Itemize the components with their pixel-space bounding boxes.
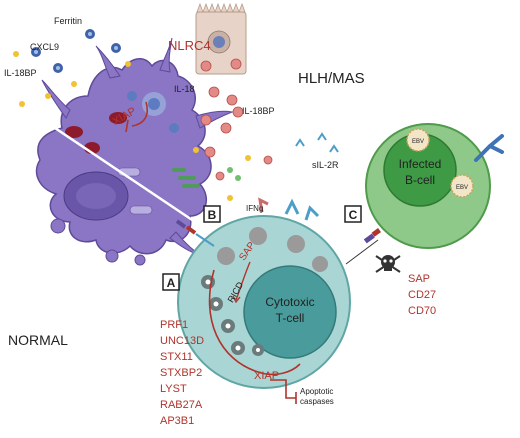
sil2r-molecules	[295, 132, 339, 153]
c-gene-item: SAP	[408, 273, 430, 285]
antibody-icon	[474, 134, 504, 162]
box-b: B	[203, 205, 221, 223]
box-c-label: C	[349, 208, 358, 222]
label-apoptotic: Apoptotic	[300, 387, 333, 396]
sap-arrow	[235, 261, 251, 301]
label-nlrc4: NLRC4	[168, 38, 211, 53]
gene-item: LYST	[160, 383, 187, 395]
label-xiap-bottom: XIAP	[254, 370, 279, 382]
il18-particles	[200, 86, 273, 181]
ferritin-particles	[31, 29, 121, 73]
lytic-granules	[201, 275, 264, 356]
skull-icon	[375, 255, 401, 273]
label-ifng: IFNg	[246, 204, 263, 213]
synapse-a-connector	[175, 219, 215, 247]
gene-item: STXBP2	[160, 367, 202, 379]
cxcl9-particles	[13, 51, 251, 201]
label-il18bp-right: IL-18BP	[242, 106, 275, 116]
label-sil2r: sIL-2R	[312, 160, 339, 170]
gene-item: UNC13D	[160, 335, 204, 347]
macrophage	[35, 37, 234, 266]
label-cxcl9: CXCL9	[30, 42, 59, 52]
box-a: A	[162, 273, 180, 291]
b-cell	[365, 123, 491, 249]
t-cell	[177, 197, 351, 389]
c-gene-item: CD27	[408, 289, 436, 301]
box-b-label: B	[208, 208, 217, 222]
gene-item: RAB27A	[160, 399, 203, 411]
c-gene-list: SAP CD27 CD70	[408, 273, 436, 317]
gene-item: AP3B1	[160, 415, 194, 427]
label-il18bp-left: IL-18BP	[4, 68, 37, 78]
label-ebv-2: EBV	[456, 185, 468, 191]
gene-item: STX11	[160, 351, 193, 363]
label-t-cell: T-cell	[276, 311, 305, 325]
label-ebv-1: EBV	[412, 139, 424, 145]
gene-list: PRF1 UNC13D STX11 STXBP2 LYST RAB27A AP3…	[160, 319, 204, 427]
il2-receptors	[258, 197, 320, 221]
epithelial-cell	[195, 2, 247, 75]
ebv-virion-2	[450, 174, 474, 198]
box-a-label: A	[167, 276, 176, 290]
synapse-c-connector	[345, 228, 381, 265]
gene-item: PRF1	[160, 319, 188, 331]
ebv-virion-1	[406, 128, 430, 152]
label-cytotoxic: Cytotoxic	[265, 295, 314, 309]
box-c: C	[344, 205, 362, 223]
label-infected: Infected	[399, 157, 442, 171]
label-il18: IL-18	[174, 84, 195, 94]
label-normal: NORMAL	[8, 332, 68, 348]
macrophage-receptors	[172, 167, 241, 188]
label-b-cell: B-cell	[405, 173, 435, 187]
label-ferritin: Ferritin	[54, 16, 82, 26]
xiap-bottom-inhibition	[270, 379, 297, 404]
granule-trafficking-arrow	[208, 269, 301, 376]
xiap-top-inhibition	[125, 101, 148, 133]
label-hlh-mas: HLH/MAS	[298, 70, 365, 87]
label-caspases: caspases	[300, 397, 334, 406]
c-gene-item: CD70	[408, 305, 436, 317]
